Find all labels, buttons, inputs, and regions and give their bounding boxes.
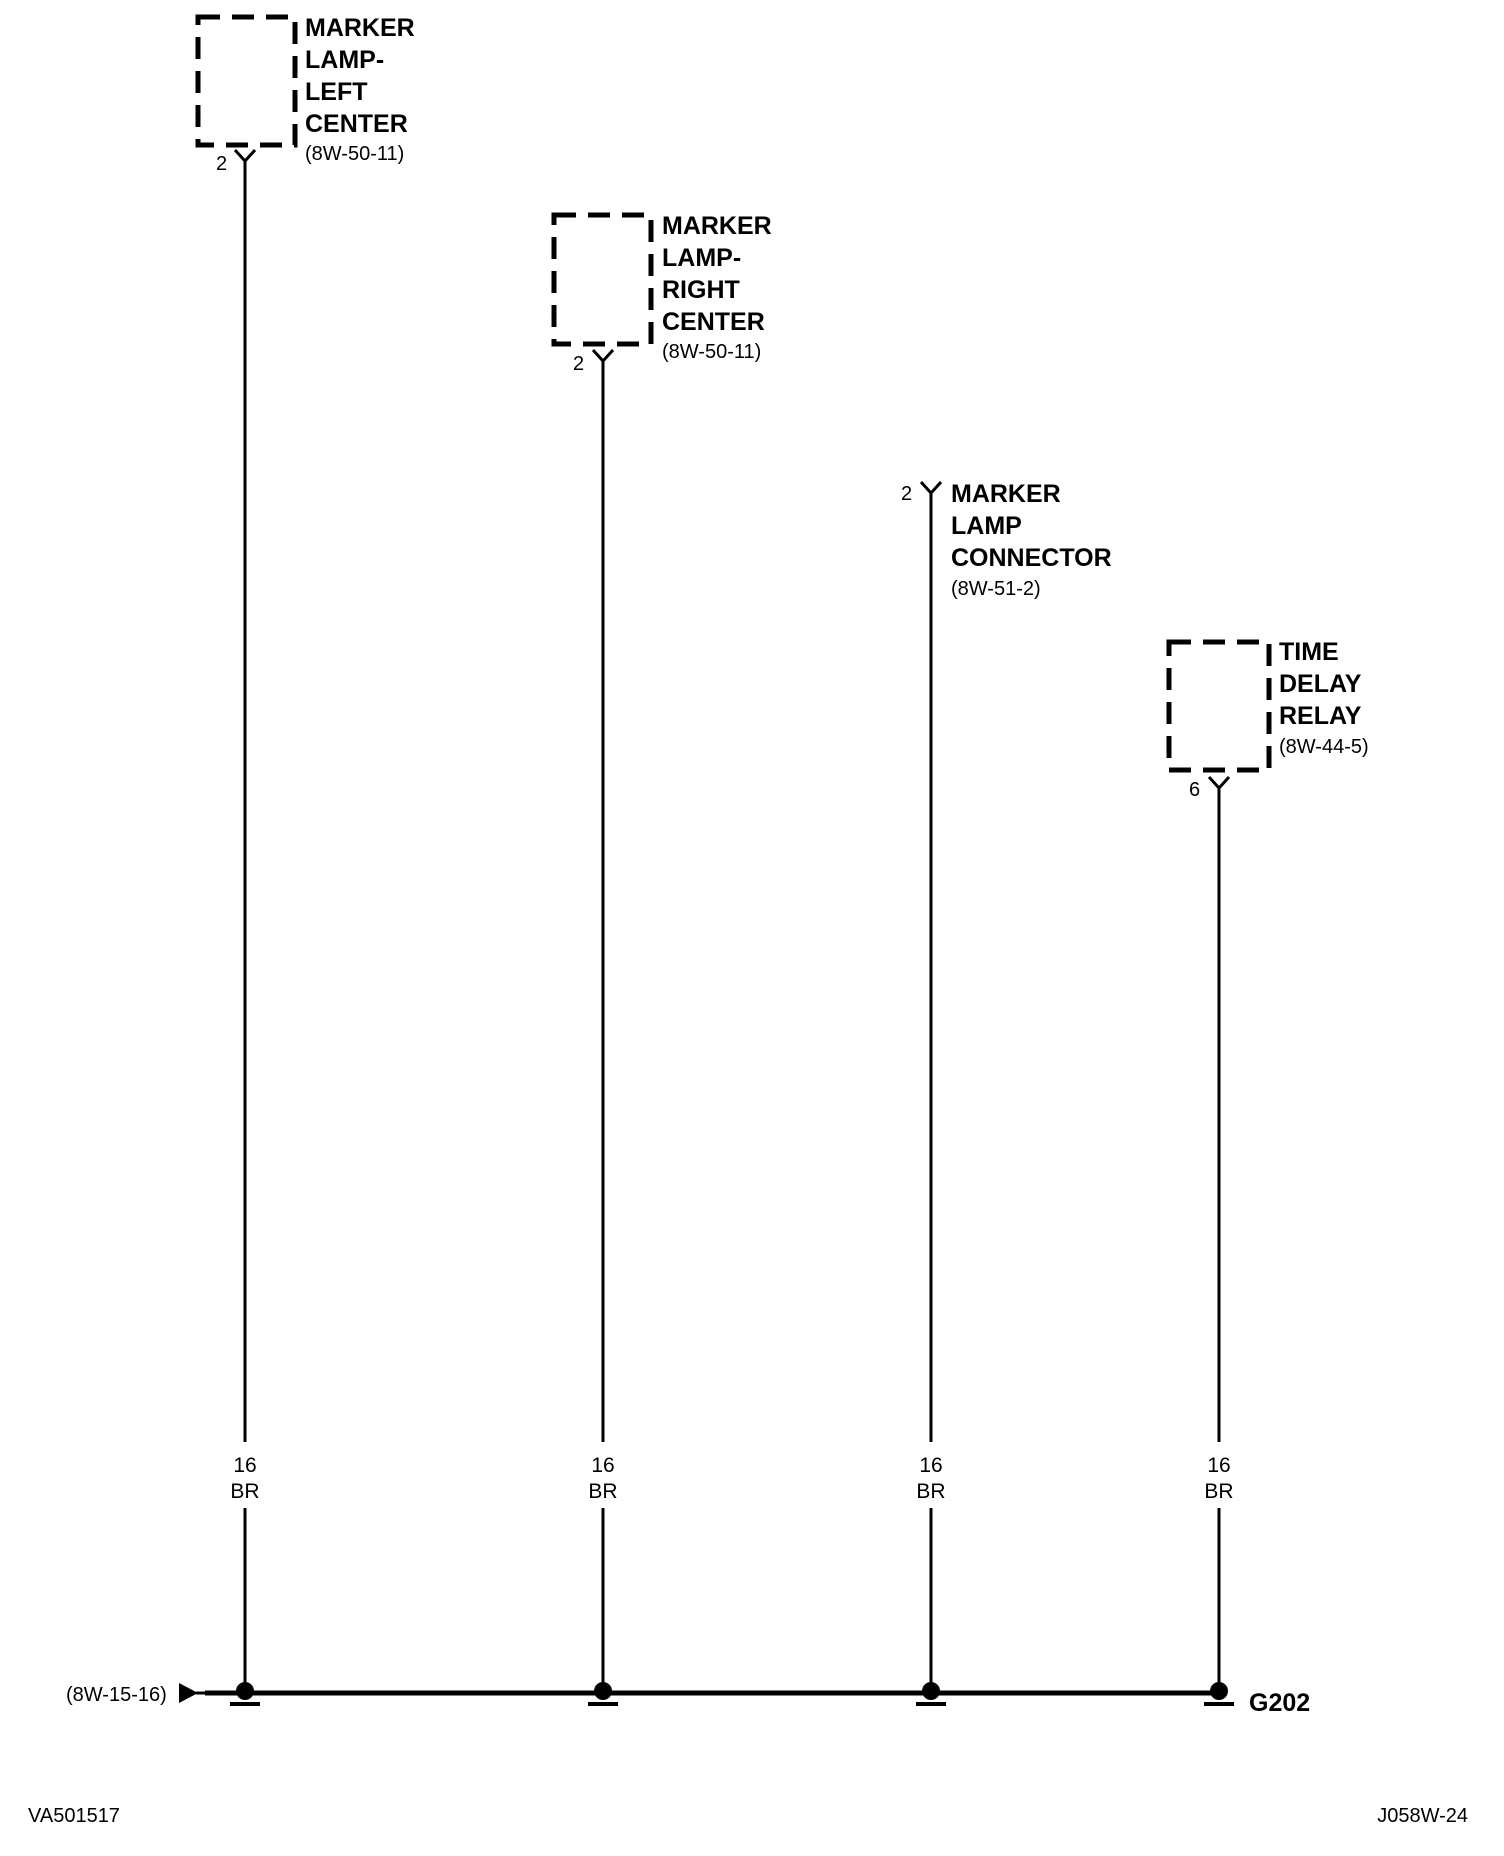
marker-lamp-left-center-pin-icon (233, 148, 257, 164)
marker-lamp-right-center-label-1: MARKER (662, 212, 772, 240)
wire-2-gauge: 16 (591, 1454, 614, 1477)
time-delay-relay-label-2: DELAY (1279, 670, 1362, 698)
marker-lamp-right-center-label-2: LAMP- (662, 244, 741, 272)
ground-bus: (8W-15-16) G202 (66, 1682, 1310, 1717)
wire-4-gauge: 16 (1207, 1454, 1230, 1477)
marker-lamp-right-center: 2 MARKER LAMP- RIGHT CENTER (8W-50-11) (551, 212, 772, 375)
marker-lamp-left-center: 2 MARKER LAMP- LEFT CENTER (8W-50-11) (195, 14, 415, 175)
marker-lamp-connector: 2 MARKER LAMP CONNECTOR (8W-51-2) (901, 480, 1112, 600)
wire-2-color: BR (588, 1480, 617, 1503)
wire-4: 16 BR (1204, 788, 1234, 1688)
time-delay-relay-box (1166, 639, 1272, 773)
marker-lamp-right-center-ref: (8W-50-11) (662, 341, 761, 363)
ground-node-4-icon (1210, 1682, 1228, 1700)
time-delay-relay: 6 TIME DELAY RELAY (8W-44-5) (1166, 638, 1369, 801)
time-delay-relay-pin: 6 (1189, 779, 1200, 801)
marker-lamp-left-center-pin: 2 (216, 153, 227, 175)
wire-1: 16 BR (230, 161, 260, 1688)
ground-source-ref: (8W-15-16) (66, 1684, 167, 1706)
time-delay-relay-label-3: RELAY (1279, 702, 1362, 730)
marker-lamp-connector-label-1: MARKER (951, 480, 1061, 508)
ground-node-2-icon (594, 1682, 612, 1700)
marker-lamp-left-center-label-4: CENTER (305, 110, 408, 138)
marker-lamp-left-center-label-3: LEFT (305, 78, 368, 106)
ground-name: G202 (1249, 1689, 1310, 1717)
wire-2: 16 BR (588, 361, 618, 1688)
marker-lamp-connector-label-2: LAMP (951, 512, 1022, 540)
wire-1-color: BR (230, 1480, 259, 1503)
marker-lamp-left-center-ref: (8W-50-11) (305, 143, 404, 165)
marker-lamp-connector-label-3: CONNECTOR (951, 544, 1112, 572)
marker-lamp-right-center-pin: 2 (573, 353, 584, 375)
wire-3: 16 BR (916, 493, 946, 1688)
ground-source-arrow-icon (179, 1683, 198, 1703)
ground-node-1-icon (236, 1682, 254, 1700)
time-delay-relay-pin-icon (1207, 775, 1231, 791)
marker-lamp-right-center-label-3: RIGHT (662, 276, 740, 304)
wire-1-gauge: 16 (233, 1454, 256, 1477)
ground-node-3-icon (922, 1682, 940, 1700)
time-delay-relay-label-1: TIME (1279, 638, 1339, 666)
footer-right-code: J058W-24 (1377, 1805, 1468, 1827)
wire-4-color: BR (1204, 1480, 1233, 1503)
time-delay-relay-ref: (8W-44-5) (1279, 736, 1369, 758)
marker-lamp-connector-pin: 2 (901, 483, 912, 505)
marker-lamp-left-center-box (195, 14, 298, 148)
marker-lamp-left-center-label-1: MARKER (305, 14, 415, 42)
marker-lamp-right-center-pin-icon (591, 348, 615, 364)
wire-3-color: BR (916, 1480, 945, 1503)
marker-lamp-right-center-label-4: CENTER (662, 308, 765, 336)
marker-lamp-connector-pin-icon (919, 480, 943, 496)
marker-lamp-right-center-box (551, 212, 654, 347)
wire-3-gauge: 16 (919, 1454, 942, 1477)
footer-left-code: VA501517 (28, 1805, 120, 1827)
marker-lamp-left-center-label-2: LAMP- (305, 46, 384, 74)
marker-lamp-connector-ref: (8W-51-2) (951, 578, 1041, 600)
